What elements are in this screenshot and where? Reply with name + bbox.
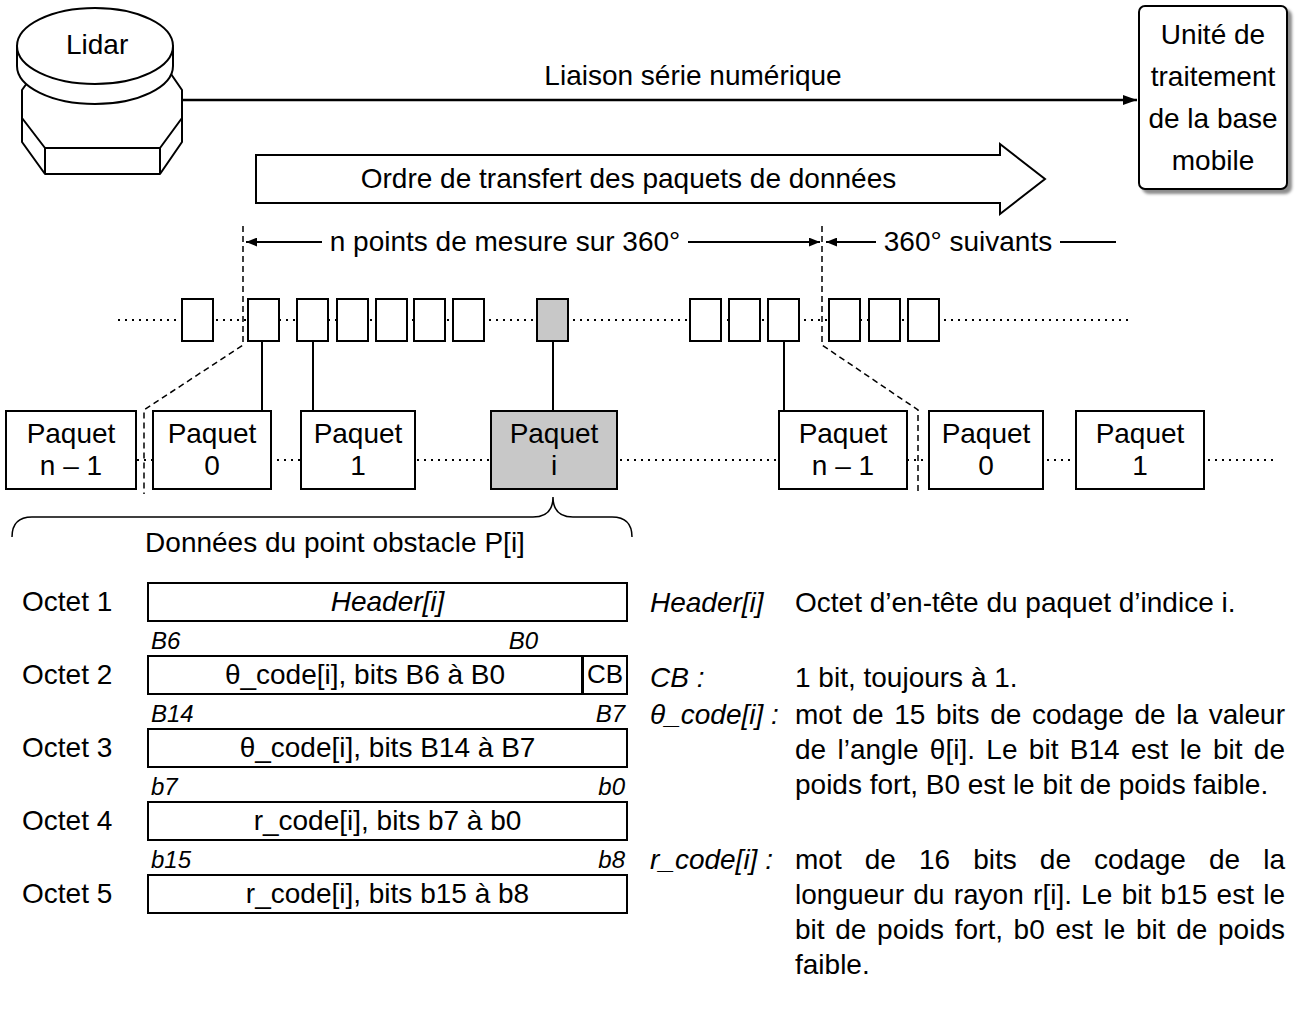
leader-line <box>783 341 785 410</box>
byte-label: Octet 1 <box>22 586 112 618</box>
definition-text: 1 bit, toujours à 1. <box>795 660 1285 695</box>
definition-term: r_code[i] : <box>650 842 773 877</box>
packet-square <box>297 299 328 341</box>
node-label: θ_code[i], bits B6 à B0 <box>225 659 505 691</box>
byte-label: Octet 2 <box>22 659 112 691</box>
serial-link-arrow <box>183 99 1137 102</box>
byte-label: Octet 4 <box>22 805 112 837</box>
lidar-outline <box>0 0 183 180</box>
packet-square <box>248 299 279 341</box>
node-label: Paquet 1 <box>1090 418 1190 482</box>
leader-line <box>552 341 554 410</box>
node-label: Paquet 0 <box>162 418 262 482</box>
bit-label: B0 <box>509 627 538 655</box>
definition-text: mot de 16 bits de codage de la longueur … <box>795 842 1285 982</box>
packet-square <box>414 299 445 341</box>
packet-box: Paquet 1 <box>300 410 416 490</box>
node-label: Lidar <box>66 29 128 61</box>
packet-stream <box>182 299 939 341</box>
byte-label: Octet 5 <box>22 878 112 910</box>
node-label: Unité de traitement de la base mobile <box>1147 14 1279 182</box>
byte-field-cell: θ_code[i], bits B6 à B0 <box>147 655 583 695</box>
definition-text: Octet d’en-tête du paquet d’indice i. <box>795 585 1285 620</box>
node-label: CB <box>587 660 623 690</box>
byte-field-cell: Header[i] <box>147 582 628 622</box>
processing-unit-box: Unité de traitement de la base mobile <box>1138 5 1288 190</box>
definition-term: θ_code[i] : <box>650 697 779 732</box>
bit-label: B14 <box>151 700 194 728</box>
node-label: Paquet 0 <box>936 418 1036 482</box>
packet-square <box>690 299 721 341</box>
node-label: θ_code[i], bits B14 à B7 <box>240 732 536 764</box>
lidar-base-edge <box>45 148 160 174</box>
hollow-arrow <box>256 144 1045 214</box>
lidar-top <box>17 8 173 84</box>
packet-square <box>453 299 484 341</box>
brace-caption: Données du point obstacle P[i] <box>145 527 525 559</box>
packet-square <box>182 299 213 341</box>
dimension-label: 360° suivants <box>876 226 1060 258</box>
packet-square <box>337 299 368 341</box>
packet-square <box>908 299 939 341</box>
link-label: Liaison série numérique <box>540 60 845 92</box>
packet-square <box>376 299 407 341</box>
byte-field-cell: r_code[i], bits b15 à b8 <box>147 874 628 914</box>
selected-packet-box: Paquet i <box>490 410 618 490</box>
lidar-device: Lidar <box>0 0 183 180</box>
packet-leaders <box>262 341 784 410</box>
node-label: Header[i] <box>331 586 445 618</box>
leader-line <box>261 341 263 410</box>
packet-square <box>729 299 760 341</box>
byte-field-cell: r_code[i], bits b7 à b0 <box>147 801 628 841</box>
check-bit-cell: CB <box>582 655 628 695</box>
bit-label: B7 <box>596 700 625 728</box>
dimension-label: n points de mesure sur 360° <box>322 226 689 258</box>
leader-line <box>312 341 314 410</box>
packet-square <box>829 299 860 341</box>
byte-label: Octet 3 <box>22 732 112 764</box>
node-label: Paquet 1 <box>308 418 408 482</box>
bit-label: b15 <box>151 846 191 874</box>
bit-label: B6 <box>151 627 180 655</box>
packet-square-selected <box>537 299 568 341</box>
bit-label: b7 <box>151 773 178 801</box>
packet-square <box>869 299 900 341</box>
byte-field-cell: θ_code[i], bits B14 à B7 <box>147 728 628 768</box>
node-label: r_code[i], bits b15 à b8 <box>246 878 529 910</box>
definition-term: Header[i] <box>650 585 764 620</box>
packet-box: Paquet n – 1 <box>5 410 137 490</box>
definition-term: CB : <box>650 660 704 695</box>
node-label: r_code[i], bits b7 à b0 <box>254 805 522 837</box>
node-label: Paquet i <box>504 418 604 482</box>
node-label: Ordre de transfert des paquets de donnée… <box>361 163 896 195</box>
packet-box: Paquet 0 <box>928 410 1044 490</box>
transfer-order-arrow: Ordre de transfert des paquets de donnée… <box>255 143 1047 215</box>
node-label: Paquet n – 1 <box>793 418 893 482</box>
node-label: Paquet n – 1 <box>21 418 121 482</box>
packet-box: Paquet 0 <box>152 410 272 490</box>
packet-square <box>768 299 799 341</box>
packet-box: Paquet n – 1 <box>778 410 908 490</box>
bit-label: b0 <box>598 773 625 801</box>
definition-text: mot de 15 bits de codage de la valeur de… <box>795 697 1285 802</box>
packet-box: Paquet 1 <box>1075 410 1205 490</box>
bit-label: b8 <box>598 846 625 874</box>
